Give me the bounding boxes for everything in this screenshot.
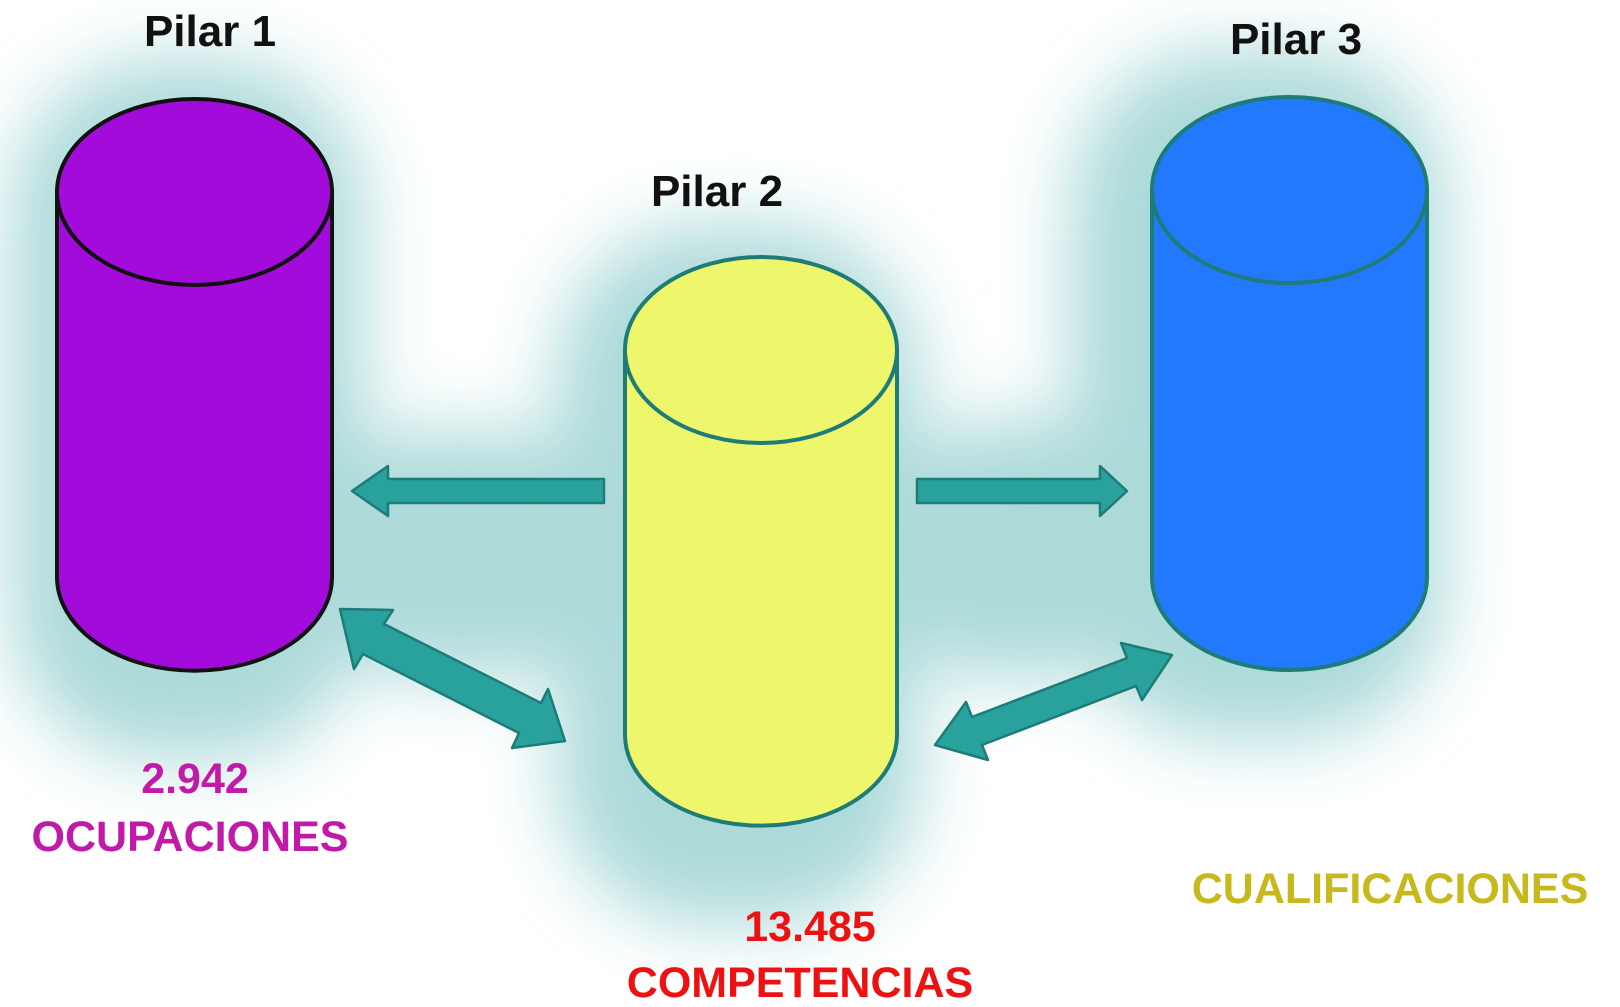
pillar-1-title: Pilar 1 <box>143 7 277 56</box>
pillar-2-caption: COMPETENCIAS <box>626 959 974 1007</box>
double-arrow-right-icon <box>933 641 1174 762</box>
pillar-1-top <box>55 97 334 287</box>
arrow-right-icon <box>915 464 1129 518</box>
pillar-3-caption: CUALIFICACIONES <box>1191 865 1589 913</box>
pillar-2-value: 13.485 <box>744 903 876 951</box>
pillar-1-cylinder <box>55 97 334 673</box>
pillar-1-value: 2.942 <box>141 755 249 803</box>
glow-bridge-right <box>900 420 1130 680</box>
pillar-3-body <box>1150 188 1429 672</box>
arrow-left-icon <box>350 464 606 518</box>
pillar-3-cylinder <box>1150 95 1429 672</box>
pillar-2-top <box>623 255 899 445</box>
pillar-3-top <box>1150 95 1429 285</box>
pillar-1-body <box>55 190 334 673</box>
pillar-2-body <box>623 348 899 828</box>
pillar-1-caption: OCUPACIONES <box>31 813 349 861</box>
pillar-2-cylinder <box>623 255 899 828</box>
pillar-2-title: Pilar 2 <box>650 167 784 216</box>
double-arrow-left-icon <box>338 607 567 750</box>
pillar-3-title: Pilar 3 <box>1229 15 1363 64</box>
